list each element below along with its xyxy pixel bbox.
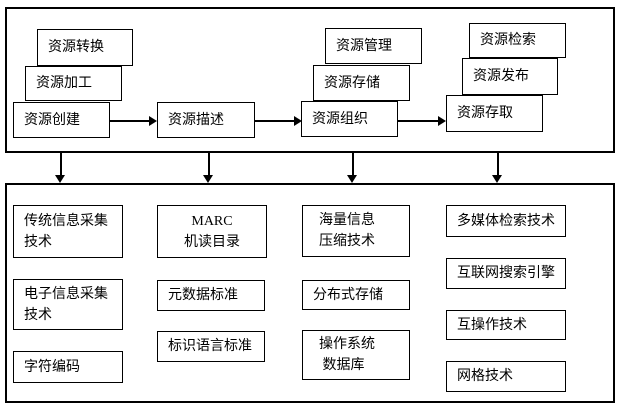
- node-character-encoding: 字符编码: [13, 351, 123, 383]
- arrow-line-top-to-bottom-4: [497, 153, 499, 176]
- arrow-line-top-to-bottom-1: [60, 153, 62, 176]
- node-traditional-info-collection-tech: 传统信息采集 技术: [13, 205, 123, 258]
- arrow-line-create-to-describe: [110, 120, 150, 122]
- node-resource-organization: 资源组织: [301, 101, 398, 137]
- node-resource-processing: 资源加工: [25, 66, 122, 101]
- node-resource-access: 资源存取: [446, 95, 543, 132]
- node-resource-retrieval: 资源检索: [469, 23, 566, 58]
- arrowhead-top-to-bottom-4: [492, 175, 502, 183]
- arrowhead-create-to-describe: [149, 116, 157, 126]
- node-grid-tech: 网格技术: [446, 361, 566, 392]
- node-resource-conversion: 资源转换: [37, 29, 133, 66]
- node-resource-creation: 资源创建: [13, 102, 110, 138]
- arrow-line-top-to-bottom-2: [208, 153, 210, 176]
- node-resource-management: 资源管理: [325, 28, 422, 64]
- node-resource-storage: 资源存储: [313, 65, 410, 101]
- node-interoperability-tech: 互操作技术: [446, 310, 566, 340]
- node-resource-description: 资源描述: [157, 102, 255, 138]
- node-metadata-standard: 元数据标准: [157, 280, 265, 311]
- node-multimedia-retrieval-tech: 多媒体检索技术: [446, 205, 566, 237]
- node-internet-search-engine: 互联网搜索引擎: [446, 258, 566, 289]
- arrowhead-top-to-bottom-2: [203, 175, 213, 183]
- arrow-line-top-to-bottom-3: [352, 153, 354, 176]
- arrowhead-top-to-bottom-3: [347, 175, 357, 183]
- node-distributed-storage: 分布式存储: [302, 280, 410, 310]
- node-mass-info-compression-tech: 海量信息 压缩技术: [302, 205, 410, 257]
- arrow-line-describe-to-organize: [255, 120, 295, 122]
- arrowhead-top-to-bottom-1: [55, 175, 65, 183]
- node-electronic-info-collection-tech: 电子信息采集 技术: [13, 279, 123, 330]
- node-os-database: 操作系统 数据库: [302, 330, 410, 380]
- node-resource-publishing: 资源发布: [462, 58, 558, 95]
- arrowhead-describe-to-organize: [294, 116, 302, 126]
- node-marc-catalog: MARC 机读目录: [157, 205, 267, 258]
- arrow-line-organize-to-access: [398, 120, 439, 122]
- node-markup-language-standard: 标识语言标准: [157, 331, 265, 362]
- arrowhead-organize-to-access: [438, 116, 446, 126]
